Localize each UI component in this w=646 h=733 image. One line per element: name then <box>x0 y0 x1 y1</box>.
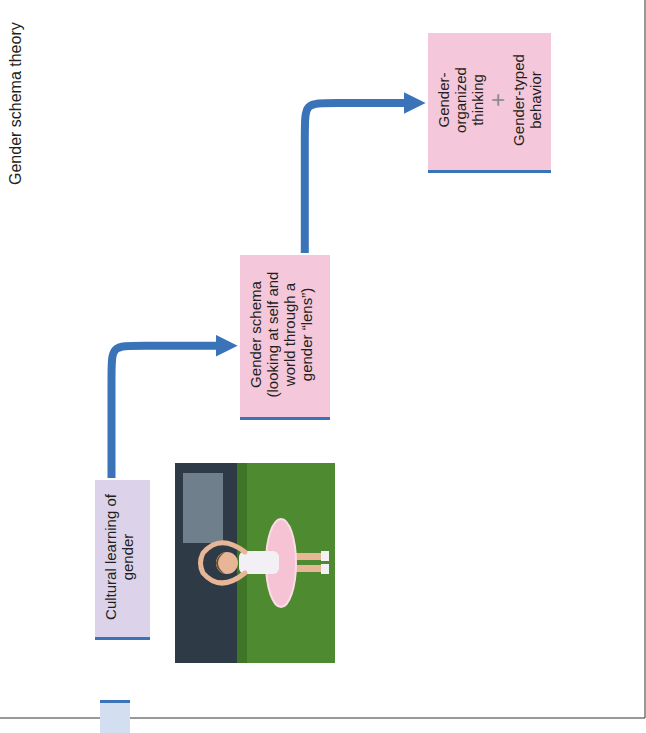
girl-head <box>216 552 238 574</box>
box-text: Gender-organized thinking <box>435 42 486 158</box>
girl-photo <box>175 463 335 663</box>
photo-building <box>183 473 223 543</box>
girl-hair <box>216 552 225 574</box>
girl-sock <box>321 551 329 561</box>
diagram-title: Gender schema theory <box>6 22 26 185</box>
cut-off-bar <box>100 700 130 703</box>
photo-grass <box>175 463 335 663</box>
flow-arrow <box>305 103 408 253</box>
box-text: Gender schema (looking at self and world… <box>247 264 315 405</box>
flow-arrow <box>112 346 221 478</box>
process-box: Gender-organized thinking+Gender-typed b… <box>428 33 551 173</box>
girl-arms <box>201 543 246 583</box>
frame-line <box>645 0 646 718</box>
photo-background <box>175 463 237 663</box>
process-box: Gender schema (looking at self and world… <box>240 255 330 420</box>
cut-off-box <box>100 700 130 733</box>
process-box: Cultural learning of gender <box>95 480 150 640</box>
box-text: + <box>486 42 510 158</box>
girl-sock <box>321 564 329 574</box>
box-text: Gender-typed behavior <box>510 42 544 158</box>
box-text: Cultural learning of gender <box>102 489 136 625</box>
frame-line <box>0 718 645 719</box>
